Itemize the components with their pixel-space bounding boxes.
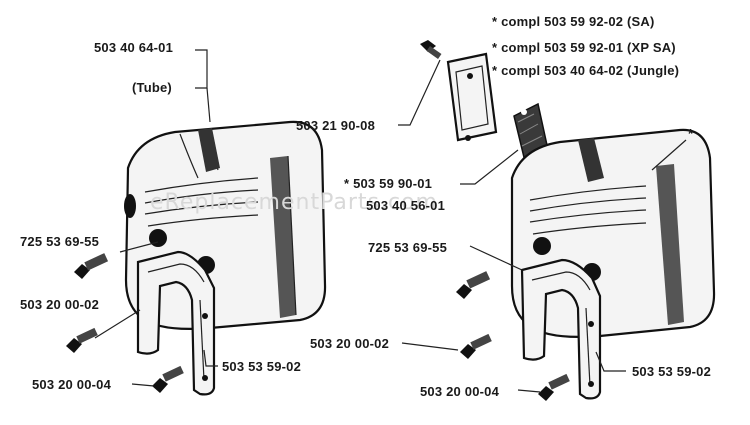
label-compl-sa: * compl 503 59 92-02 (SA) — [492, 14, 655, 29]
label-left-bracket: 503 53 59-02 — [222, 359, 302, 374]
label-left-bolt-mid: 503 20 00-02 — [20, 297, 100, 312]
right-bolt-top — [456, 271, 491, 299]
left-bolt-top — [74, 253, 109, 279]
left-muffler — [124, 120, 327, 396]
left-bolt-low — [152, 365, 184, 393]
label-left-top-note: (Tube) — [132, 80, 172, 95]
right-bolt-mid — [460, 333, 492, 359]
label-screen-part-b: 503 40 56-01 — [366, 198, 446, 213]
right-muffler — [510, 128, 716, 400]
label-compl-jungle: * compl 503 40 64-02 (Jungle) — [492, 63, 680, 78]
leader-lines — [94, 49, 687, 393]
label-right-bolt-low: 503 20 00-04 — [420, 384, 500, 399]
label-right-bracket: 503 53 59-02 — [632, 364, 712, 379]
right-bolt-low — [538, 373, 570, 401]
label-left-top-part: 503 40 64-01 — [94, 40, 174, 55]
label-right-bolt-mid: 503 20 00-02 — [310, 336, 390, 351]
label-compl-xpsa: * compl 503 59 92-01 (XP SA) — [492, 40, 676, 55]
gasket-plate — [420, 40, 498, 142]
left-bolt-mid — [66, 327, 98, 353]
watermark: eReplacementParts.com — [150, 190, 438, 215]
label-left-bolt-low: 503 20 00-04 — [32, 377, 112, 392]
label-right-star: * — [688, 126, 694, 141]
label-gasket-part: 503 21 90-08 — [296, 118, 376, 133]
label-right-screw: 725 53 69-55 — [368, 240, 448, 255]
label-left-screw: 725 53 69-55 — [20, 234, 100, 249]
label-screen-part-a: * 503 59 90-01 — [344, 176, 433, 191]
